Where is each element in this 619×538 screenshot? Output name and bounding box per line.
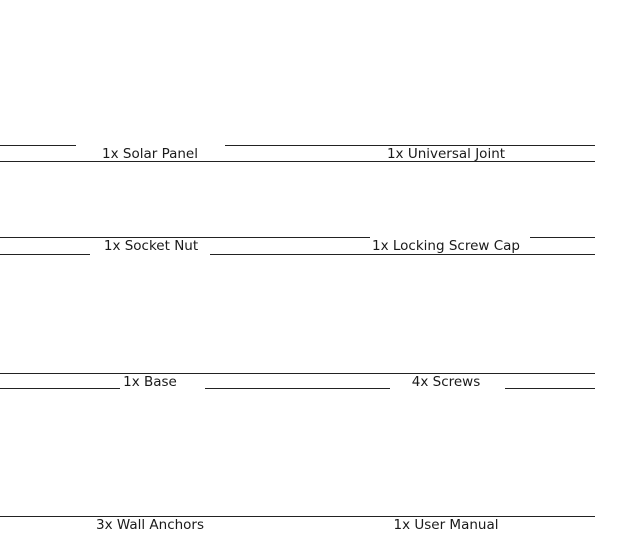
divider xyxy=(0,145,76,146)
divider xyxy=(0,161,595,162)
item-label-universal-joint: 1x Universal Joint xyxy=(386,146,506,162)
divider xyxy=(210,254,595,255)
item-label-user-manual: 1x User Manual xyxy=(393,517,499,533)
divider xyxy=(0,373,595,374)
divider xyxy=(0,237,370,238)
divider xyxy=(225,145,595,146)
item-label-solar-panel: 1x Solar Panel xyxy=(102,146,198,162)
item-label-base: 1x Base xyxy=(123,374,177,390)
item-label-wall-anchors: 3x Wall Anchors xyxy=(95,517,205,533)
item-label-screws: 4x Screws xyxy=(411,374,481,390)
item-label-locking-screw-cap: 1x Locking Screw Cap xyxy=(372,238,520,254)
divider xyxy=(0,516,595,517)
divider xyxy=(205,388,390,389)
divider xyxy=(0,388,120,389)
divider xyxy=(505,388,595,389)
divider xyxy=(0,254,90,255)
divider xyxy=(530,237,595,238)
item-label-socket-nut: 1x Socket Nut xyxy=(103,238,199,254)
